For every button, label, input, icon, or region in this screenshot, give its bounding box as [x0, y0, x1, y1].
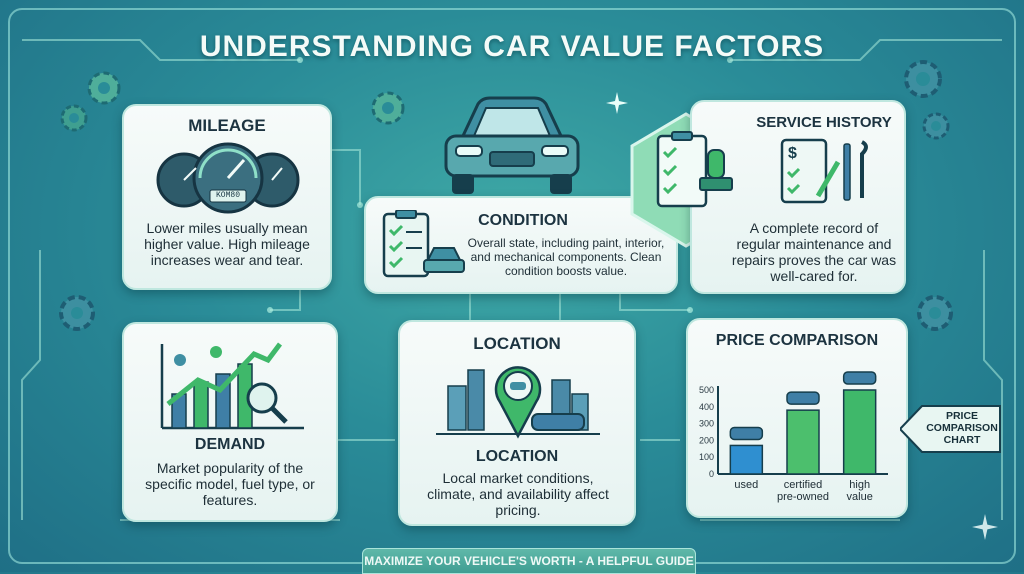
category-label: high [849, 479, 870, 491]
condition-card: CONDITION Overall state, including paint… [364, 196, 678, 294]
mileage-text: Lower miles usually mean higher value. H… [144, 220, 310, 268]
gear-icon [87, 71, 121, 105]
category-label: used [734, 479, 758, 491]
map-pin-city-icon [436, 366, 600, 439]
location-title: LOCATION [473, 334, 561, 353]
demand-title: DEMAND [194, 436, 266, 453]
svg-text:$: $ [788, 145, 797, 162]
clipboard-stamp-icon [656, 131, 733, 208]
mileage-title: MILEAGE [188, 116, 266, 135]
bar [729, 444, 764, 475]
gear-icon [371, 91, 405, 125]
demand-card: DEMAND Market popularity of the specific… [122, 322, 338, 522]
growth-chart-icon [160, 342, 304, 430]
service-records-icon: $ [780, 138, 868, 204]
service-history-text: A complete record of regular maintenance… [731, 220, 897, 284]
odometer-readout: KOM80 [215, 191, 240, 200]
price-comparison-card: PRICE COMPARISON 0 100 200 300 400 500 used cer… [686, 318, 908, 518]
category-label: value [847, 491, 873, 503]
bar [786, 409, 820, 475]
y-tick-label: 500 [699, 385, 714, 395]
sparkle-icon [972, 514, 998, 540]
gear-icon [59, 295, 95, 331]
gear-icon [917, 295, 953, 331]
car-icon [729, 426, 764, 441]
page-title: UNDERSTANDING CAR VALUE FACTORS [199, 30, 825, 63]
condition-title: CONDITION [478, 212, 568, 229]
y-tick-label: 100 [699, 452, 714, 462]
mileage-card: MILEAGE KOM80 Lower miles usually mean h… [122, 104, 332, 290]
checklist-car-icon [382, 210, 465, 278]
car-icon [444, 96, 580, 194]
y-tick-label: 200 [699, 435, 714, 445]
location-subtitle: LOCATION [475, 448, 559, 465]
category-label: pre-owned [777, 491, 829, 503]
location-card: LOCATION LOCATION Local market condition… [398, 320, 636, 526]
category-label: certified [784, 479, 823, 491]
footer-banner: MAXIMIZE YOUR VEHICLE'S WORTH - A HELPFU… [362, 548, 696, 574]
badge-label: PRICE COMPARISON CHART [926, 410, 998, 446]
y-tick-label: 400 [699, 402, 714, 412]
price-comparison-badge: PRICE COMPARISON CHART [900, 402, 1004, 456]
y-tick-label: 300 [699, 419, 714, 429]
gear-icon [922, 112, 950, 140]
sparkle-icon [606, 92, 628, 114]
bar [842, 389, 877, 475]
gear-icon [60, 104, 88, 132]
service-history-card: SERVICE HISTORY $ A complete record of r… [690, 100, 906, 294]
arrow-left-icon [900, 405, 1001, 453]
speedometer-icon [156, 142, 300, 214]
y-tick-label: 0 [709, 469, 714, 479]
gear-icon [904, 60, 942, 98]
location-text: Local market conditions, climate, and av… [427, 470, 609, 518]
condition-text: Overall state, including paint, interior… [467, 236, 665, 278]
price-comparison-title: PRICE COMPARISON [715, 332, 879, 349]
demand-text: Market popularity of the specific model,… [145, 460, 315, 508]
car-icon [842, 371, 877, 385]
service-history-title: SERVICE HISTORY [756, 114, 892, 131]
car-icon [786, 391, 820, 405]
